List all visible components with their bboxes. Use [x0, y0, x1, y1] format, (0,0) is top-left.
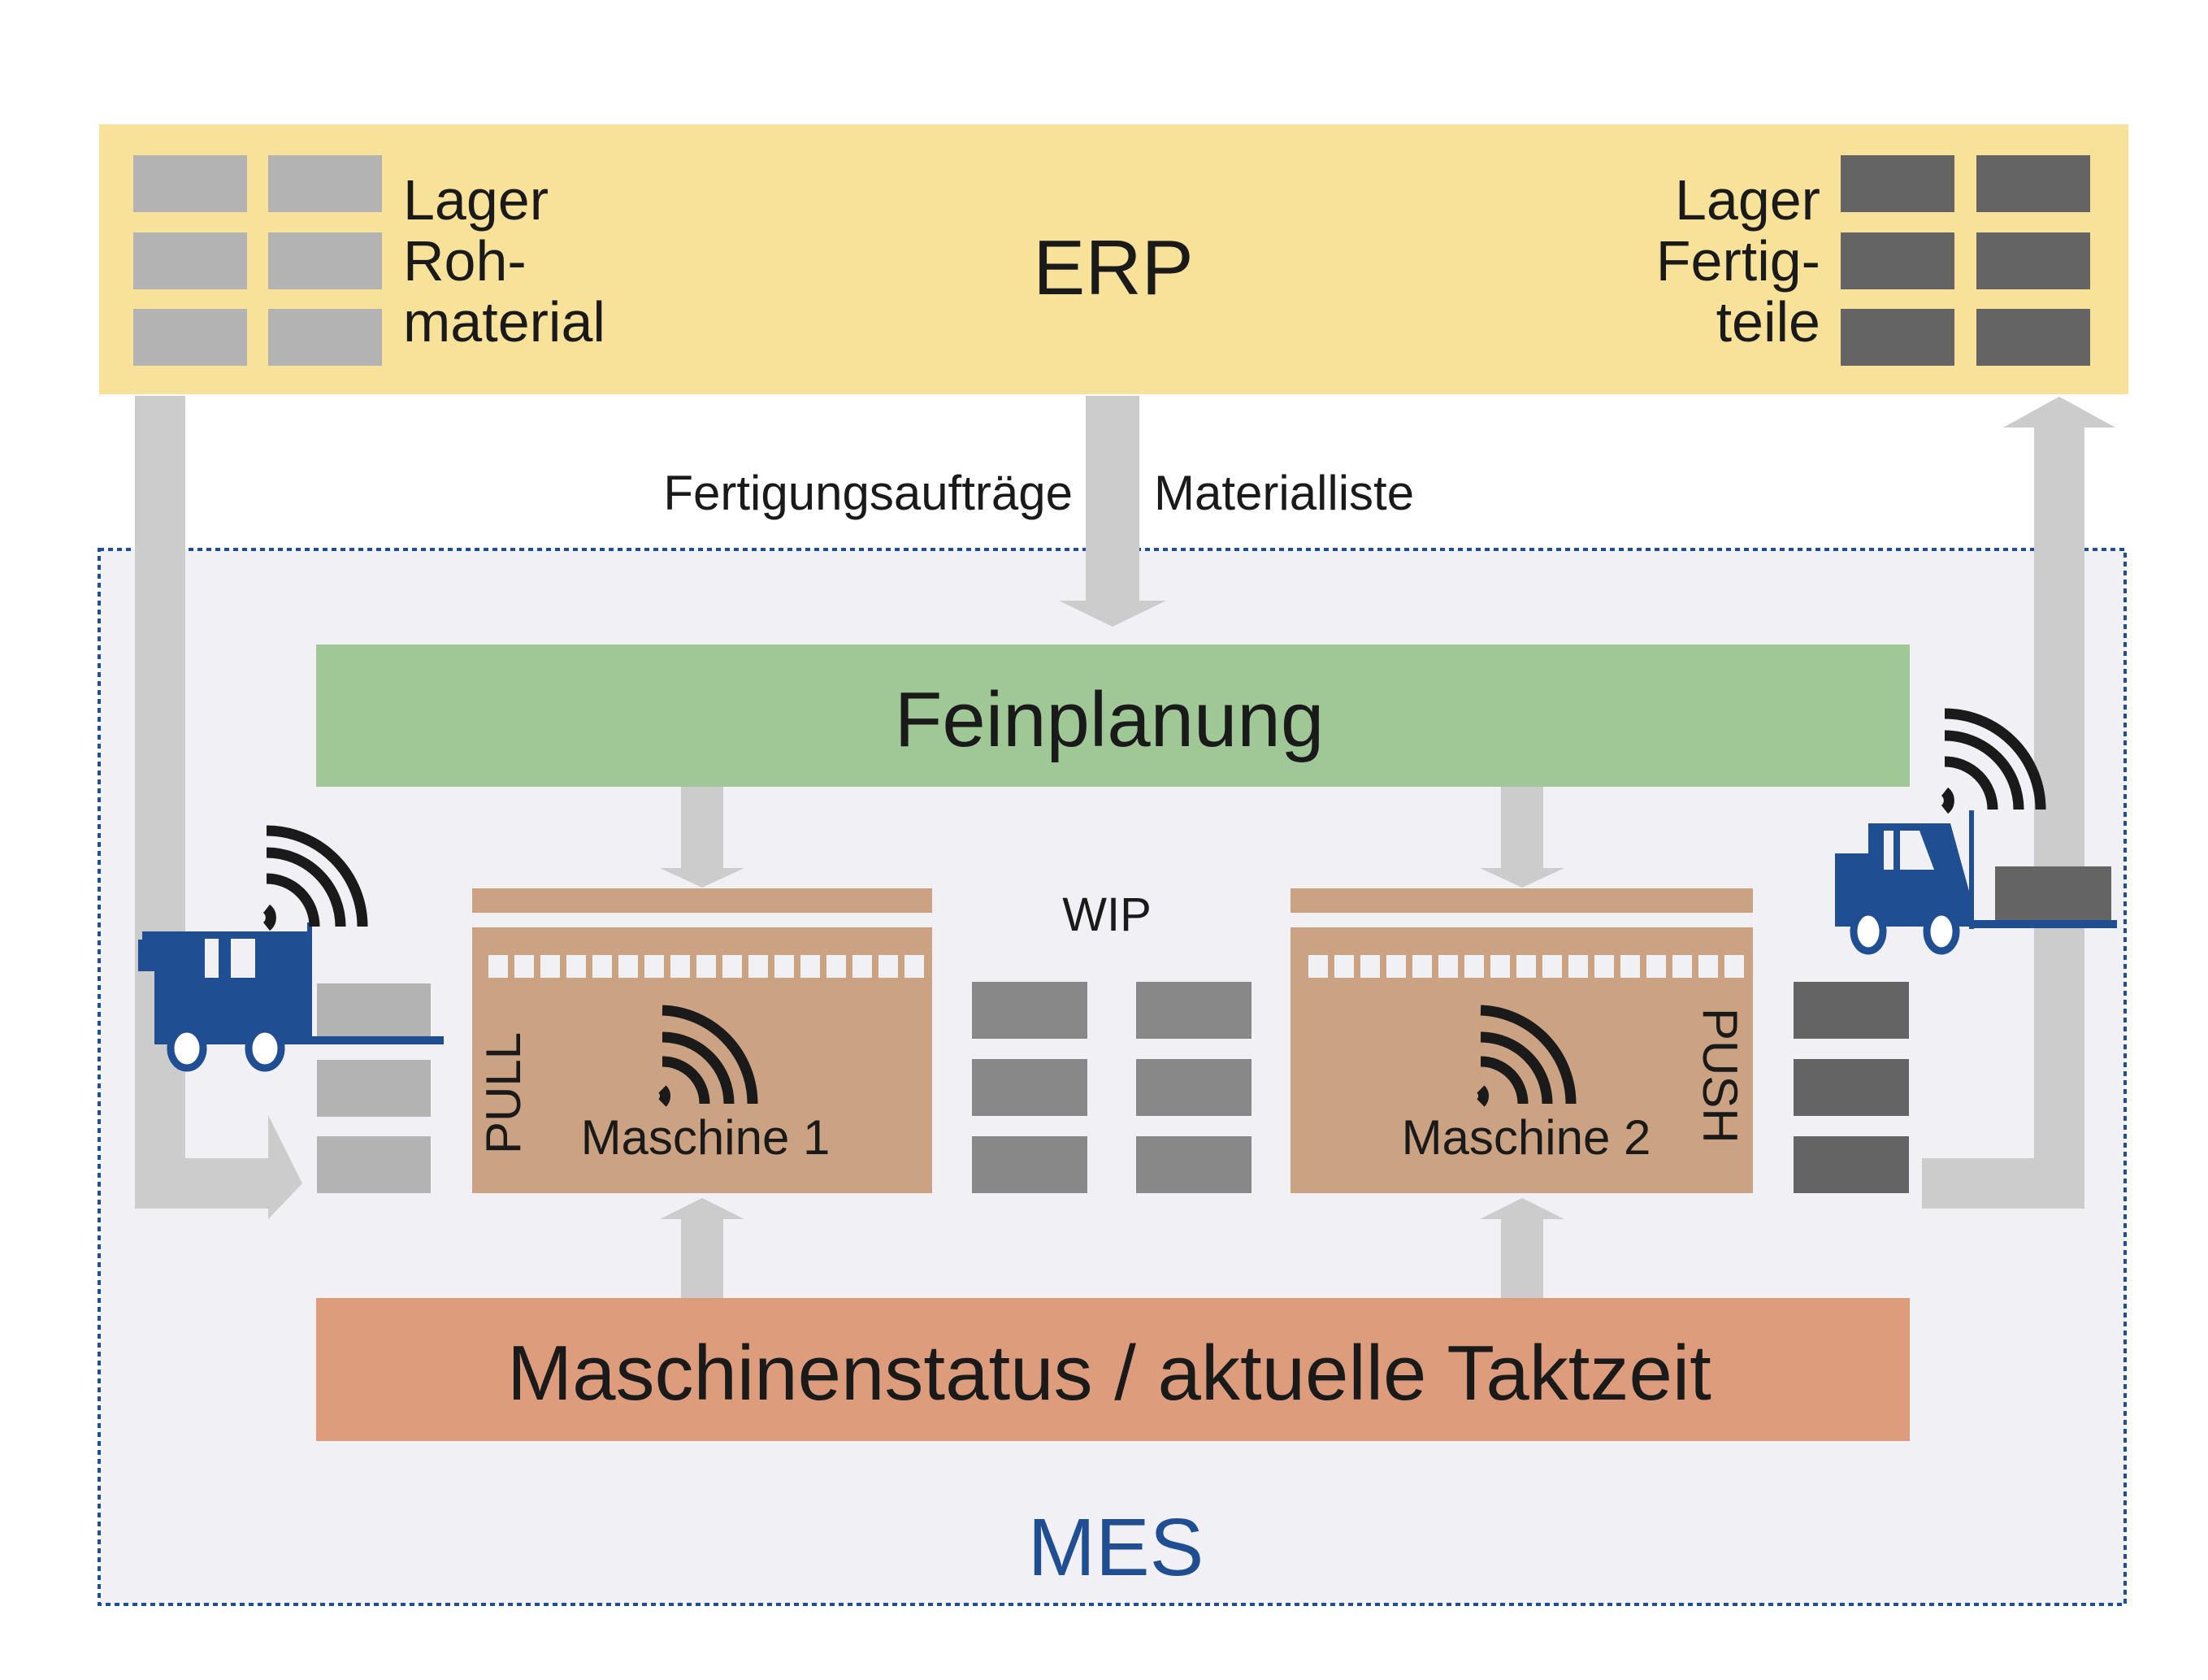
planning-bar — [316, 645, 1910, 787]
machine-1-name: Maschine 1 — [581, 1110, 831, 1165]
finished-store-line-2: Fertig- — [1656, 229, 1820, 293]
raw-store-line-2: Roh- — [403, 229, 527, 293]
finished-store-line-3: teile — [1716, 290, 1820, 354]
machine-1: PULL Maschine 1 — [472, 888, 932, 1193]
wip-buffer — [972, 982, 1251, 1193]
erp-layer: Lager Roh- material ERP Lager Fertig- te… — [99, 124, 2128, 394]
raw-material-flow-arrow — [135, 396, 302, 1219]
wip-label: WIP — [1062, 888, 1152, 941]
materials-label: Materialliste — [1154, 466, 1414, 520]
machine-1-conveyor — [488, 955, 924, 978]
planning-to-machine-2-arrow — [1480, 787, 1564, 888]
forklift-left-icon — [138, 922, 444, 1072]
planning-to-machine-1-arrow — [660, 787, 744, 888]
machine-1-mode: PULL — [476, 1032, 531, 1154]
raw-material-store-icon — [133, 155, 382, 366]
wireless-signal-icon — [262, 825, 368, 931]
planning-title: Feinplanung — [895, 676, 1324, 763]
machine-2-mode: PUSH — [1693, 1008, 1747, 1144]
forklift-right-icon — [1835, 810, 2117, 955]
machine-1-wireless-icon — [657, 1005, 758, 1107]
raw-store-line-3: material — [403, 290, 605, 354]
machine-2: Maschine 2 PUSH — [1291, 888, 1753, 1193]
status-to-machine-1-arrow — [660, 1198, 744, 1298]
erp-to-planning-arrow — [1059, 396, 1166, 627]
machine-2-name: Maschine 2 — [1402, 1110, 1651, 1165]
machine-status-title: Maschinenstatus / aktuelle Taktzeit — [507, 1330, 1711, 1417]
status-to-machine-2-arrow — [1480, 1198, 1564, 1298]
raw-material-buffer — [317, 983, 431, 1193]
finished-goods-buffer — [1794, 982, 1909, 1193]
finished-store-line-1: Lager — [1675, 168, 1820, 232]
erp-bar — [99, 124, 2128, 394]
erp-title: ERP — [1033, 224, 1193, 311]
forklift-right-wireless-icon — [1941, 708, 2046, 814]
machine-2-wireless-icon — [1476, 1005, 1577, 1107]
machine-2-conveyor — [1308, 955, 1744, 978]
finished-goods-store-icon — [1841, 155, 2090, 366]
orders-label: Fertigungsaufträge — [663, 466, 1073, 520]
machine-status-bar — [316, 1298, 1910, 1441]
finished-goods-flow-arrow — [1922, 397, 2115, 1209]
mes-title: MES — [1028, 1502, 1204, 1593]
raw-store-line-1: Lager — [403, 168, 549, 232]
